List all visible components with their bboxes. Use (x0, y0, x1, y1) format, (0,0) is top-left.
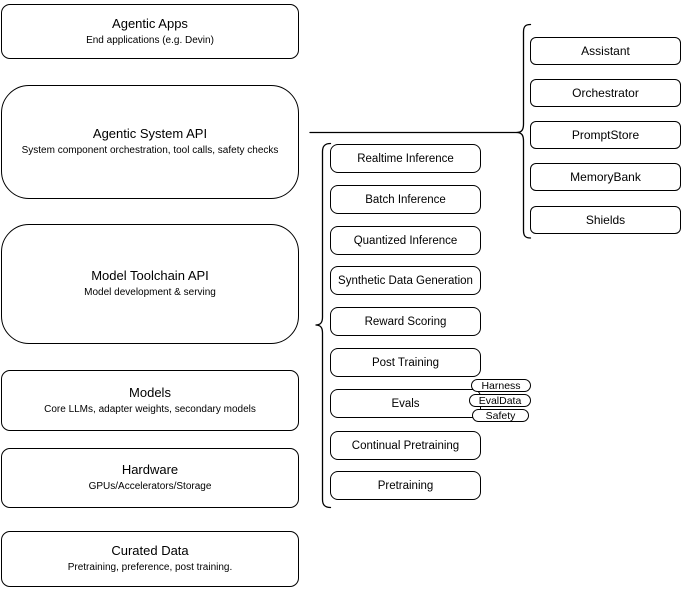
box-evals-label: Evals (391, 397, 420, 410)
toolchain-group-brace (315, 142, 332, 509)
box-models: Models Core LLMs, adapter weights, secon… (1, 370, 299, 431)
box-hardware-subtitle: GPUs/Accelerators/Storage (88, 481, 212, 492)
box-synthetic-data-generation: Synthetic Data Generation (330, 266, 481, 295)
box-agentic-system-api: Agentic System API System component orch… (1, 85, 299, 199)
box-hardware-title: Hardware (121, 462, 179, 477)
box-post-training: Post Training (330, 348, 481, 377)
box-agentic-apps-title: Agentic Apps (112, 15, 188, 31)
box-reward-scoring: Reward Scoring (330, 307, 481, 336)
pill-safety: Safety (472, 409, 529, 422)
box-assistant-label: Assistant (581, 44, 630, 58)
box-continual-pretraining: Continual Pretraining (330, 431, 481, 460)
box-batch-inference-label: Batch Inference (365, 193, 446, 206)
box-reward-scoring-label: Reward Scoring (364, 315, 447, 328)
box-curated-data-subtitle: Pretraining, preference, post training. (67, 562, 233, 573)
box-quantized-inference-label: Quantized Inference (353, 234, 458, 247)
pill-evaldata: EvalData (469, 394, 531, 407)
box-synthetic-data-generation-label: Synthetic Data Generation (338, 274, 473, 287)
pill-harness: Harness (471, 379, 531, 392)
box-orchestrator: Orchestrator (530, 79, 681, 107)
box-continual-pretraining-label: Continual Pretraining (351, 439, 460, 452)
box-agentic-apps: Agentic Apps End applications (e.g. Devi… (1, 4, 299, 59)
box-agentic-apps-subtitle: End applications (e.g. Devin) (86, 34, 214, 46)
pill-harness-label: Harness (481, 379, 521, 392)
pill-evaldata-label: EvalData (478, 394, 522, 407)
box-shields-label: Shields (585, 213, 626, 227)
box-curated-data: Curated Data Pretraining, preference, po… (1, 531, 299, 587)
box-curated-data-title: Curated Data (111, 543, 189, 558)
box-orchestrator-label: Orchestrator (572, 86, 639, 100)
box-memorybank-label: MemoryBank (570, 170, 641, 184)
box-agentic-system-api-title: Agentic System API (92, 126, 208, 141)
box-promptstore-label: PromptStore (571, 128, 640, 142)
box-model-toolchain-api-subtitle: Model development & serving (84, 287, 216, 298)
box-model-toolchain-api-title: Model Toolchain API (91, 268, 209, 283)
system-group-brace (516, 23, 532, 239)
box-pretraining: Pretraining (330, 471, 481, 500)
box-pretraining-label: Pretraining (377, 479, 434, 492)
box-evals: Evals (330, 389, 481, 418)
box-realtime-inference-label: Realtime Inference (357, 152, 454, 165)
box-memorybank: MemoryBank (530, 163, 681, 191)
box-post-training-label: Post Training (371, 356, 440, 369)
box-realtime-inference: Realtime Inference (330, 144, 481, 173)
box-agentic-system-api-subtitle: System component orchestration, tool cal… (21, 145, 279, 156)
box-batch-inference: Batch Inference (330, 185, 481, 214)
pill-safety-label: Safety (485, 409, 516, 422)
box-promptstore: PromptStore (530, 121, 681, 149)
box-hardware: Hardware GPUs/Accelerators/Storage (1, 448, 299, 508)
box-model-toolchain-api: Model Toolchain API Model development & … (1, 224, 299, 344)
box-quantized-inference: Quantized Inference (330, 226, 481, 255)
box-models-subtitle: Core LLMs, adapter weights, secondary mo… (44, 403, 256, 415)
box-models-title: Models (129, 384, 171, 400)
box-assistant: Assistant (530, 37, 681, 65)
box-shields: Shields (530, 206, 681, 234)
